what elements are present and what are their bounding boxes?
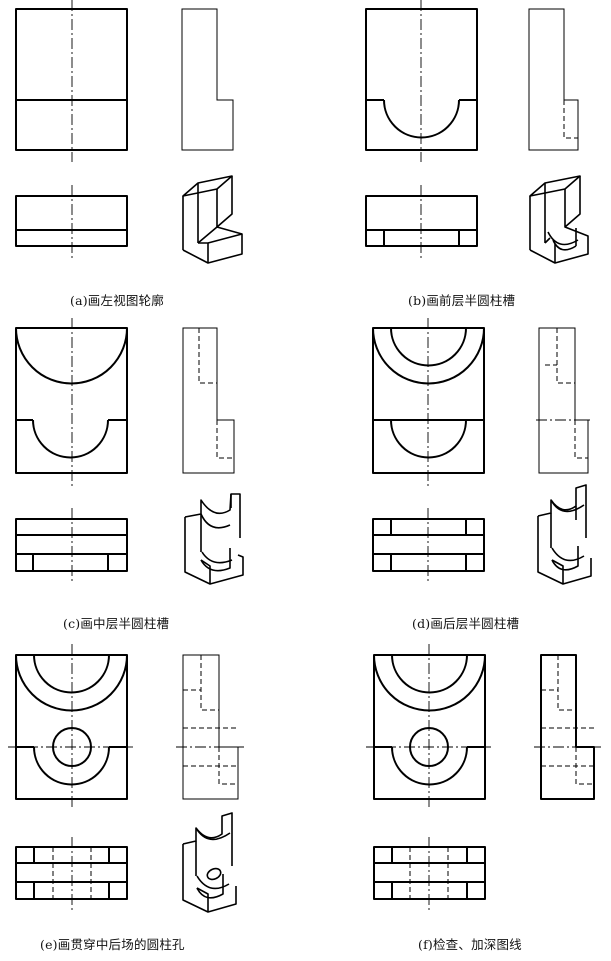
panel-e (8, 644, 244, 913)
panel-a-caption: (a)画左视图轮廓 (70, 293, 165, 308)
panel-a-isometric-view (182, 175, 243, 264)
panel-e-caption: (e)画贯穿中后场的圆柱孔 (40, 937, 185, 952)
panel-f-front-view (366, 644, 493, 810)
panel-b-front-view (365, 0, 478, 162)
panel-e-isometric-view (182, 812, 237, 913)
panel-a-front-view (15, 0, 128, 162)
panel-f-side-view (534, 654, 601, 800)
panel-b-isometric-view (529, 175, 589, 264)
panel-d-isometric-view (537, 484, 592, 585)
panel-f-top-view (373, 837, 486, 910)
panel-d-front-view (372, 318, 485, 486)
panel-d-top-view (372, 508, 485, 582)
panel-b (365, 0, 589, 264)
panel-c-front-view (15, 318, 128, 486)
panel-e-side-view (176, 654, 244, 800)
panel-c-side-view (182, 327, 235, 474)
panel-c-isometric-view (184, 493, 244, 585)
panel-e-top-view (15, 837, 128, 910)
panel-e-front-view (8, 644, 135, 810)
panel-d (372, 318, 592, 585)
panel-a-top-view (15, 185, 128, 258)
panel-b-top-view (365, 185, 478, 258)
panel-a (15, 0, 243, 264)
panel-d-caption: (d)画后层半圆柱槽 (412, 616, 520, 631)
panel-f-caption: (f)检查、加深图线 (418, 937, 522, 952)
panel-c (15, 318, 244, 585)
panel-b-caption: (b)画前层半圆柱槽 (408, 293, 516, 308)
panel-b-side-view (528, 8, 579, 151)
panel-c-caption: (c)画中层半圆柱槽 (63, 616, 170, 631)
panel-f (366, 644, 601, 910)
panel-d-side-view (536, 327, 592, 474)
panel-c-top-view (15, 508, 128, 582)
panel-a-side-view (181, 8, 234, 151)
